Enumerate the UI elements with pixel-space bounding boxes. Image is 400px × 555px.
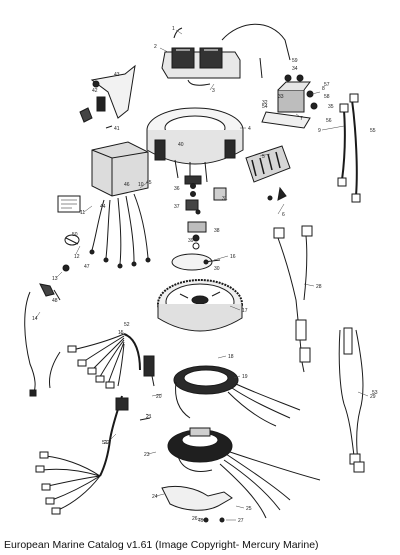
callout-number: 50 — [72, 232, 78, 238]
callout-number: 6 — [282, 212, 285, 218]
timer-base — [167, 427, 321, 519]
callout-number: 14 — [32, 316, 38, 322]
callout-number: 43 — [114, 72, 120, 78]
callout-number: 37 — [174, 204, 180, 210]
mounting-bracket — [79, 64, 136, 129]
callout-number: 10 — [138, 182, 144, 188]
callout-number: 24 — [152, 494, 158, 500]
switch-box — [89, 141, 151, 269]
lower-bracket — [161, 485, 233, 523]
callout-number: 58 — [324, 94, 330, 100]
callout-number: 54 — [262, 104, 268, 110]
callout-number: 11 — [80, 210, 85, 216]
callout-number: 17 — [242, 308, 248, 314]
callout-number: 44 — [100, 204, 106, 210]
decal — [57, 195, 81, 213]
callout-number: 40 — [178, 142, 184, 148]
callout-number: 16 — [230, 254, 236, 260]
callout-number: 59 — [292, 58, 298, 64]
callout-number: 26 — [192, 516, 198, 522]
flywheel — [157, 279, 243, 332]
callout-number: 18 — [228, 354, 234, 360]
callout-number: 52 — [124, 322, 130, 328]
callout-number: 15 — [118, 330, 124, 336]
callout-number: 51 — [102, 440, 108, 446]
trigger-plate — [171, 253, 221, 271]
trigger-coil — [173, 365, 301, 427]
right-leads — [273, 225, 365, 473]
wire-harness-left — [49, 333, 155, 389]
callout-number: 12 — [74, 254, 80, 260]
callout-number: 39 — [188, 238, 194, 244]
callout-number: 36 — [174, 186, 180, 192]
callout-number: 22 — [104, 440, 110, 446]
callout-number: 49 — [198, 518, 204, 524]
ignition-coil-assembly — [161, 23, 291, 86]
callout-number: 28 — [316, 284, 322, 290]
callout-number: 29 — [370, 394, 376, 400]
callout-number: 9 — [318, 128, 321, 134]
callout-labels — [35, 29, 369, 521]
callout-numbers: 1234567891011121314151617181920212223242… — [32, 26, 378, 524]
left-small-parts — [24, 234, 80, 397]
callout-number: 23 — [144, 452, 150, 458]
callout-number: 32 — [262, 100, 268, 106]
callout-number: 2 — [154, 44, 157, 50]
callout-number: 45 — [146, 180, 152, 186]
terminal-block — [245, 145, 291, 183]
armature-plate — [146, 107, 244, 185]
callout-number: 27 — [238, 518, 244, 524]
callout-number: 19 — [242, 374, 248, 380]
callout-number: 33 — [278, 94, 284, 100]
callout-number: 57 — [324, 82, 330, 88]
callout-number: 46 — [124, 182, 130, 188]
starter-solenoid — [261, 74, 318, 129]
callout-number: 30 — [214, 266, 220, 272]
small-hardware — [185, 183, 287, 250]
wire-harness-lower — [35, 395, 151, 515]
callout-number: 7 — [300, 116, 303, 122]
callout-number: 42 — [92, 88, 98, 94]
callout-number: 56 — [326, 118, 332, 124]
callout-number: 20 — [156, 394, 162, 400]
callout-number: 34 — [292, 66, 298, 72]
callout-number: 53 — [372, 390, 378, 396]
callout-number: 21 — [146, 414, 152, 420]
callout-number: 1 — [172, 26, 175, 32]
callout-number: 35 — [328, 104, 334, 110]
callout-number: 47 — [84, 264, 90, 270]
callout-number: 31 — [222, 196, 228, 202]
callout-number: 4 — [248, 126, 251, 132]
callout-number: 55 — [370, 128, 376, 134]
callout-number: 13 — [52, 276, 58, 282]
callout-number: 48 — [52, 298, 58, 304]
callout-number: 41 — [114, 126, 120, 132]
callout-number: 8 — [322, 86, 325, 92]
callout-number: 3 — [212, 88, 215, 94]
battery-cables — [337, 93, 361, 203]
callout-number: 5 — [262, 154, 265, 160]
callout-number: 38 — [214, 228, 220, 234]
callout-number: 25 — [246, 506, 252, 512]
image-caption: European Marine Catalog v1.61 (Image Cop… — [4, 539, 319, 551]
